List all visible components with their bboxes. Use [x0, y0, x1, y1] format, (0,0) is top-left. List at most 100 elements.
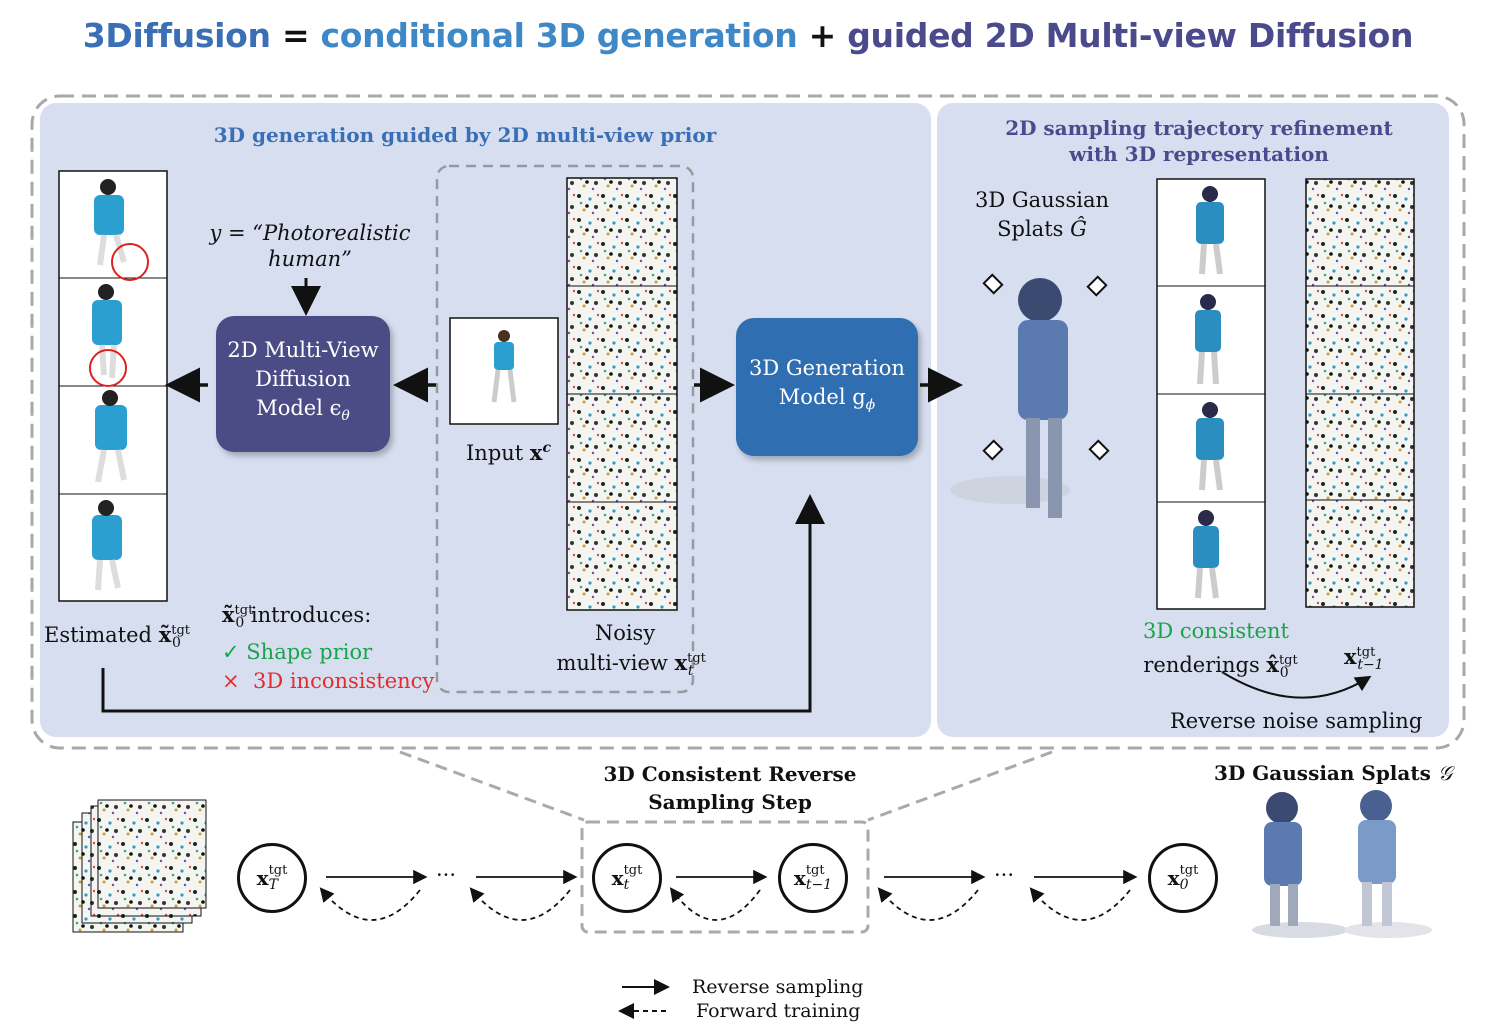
generation-box-line2: Model gϕ: [779, 383, 875, 420]
estimated-label-sym: x̃: [158, 622, 172, 647]
step-label-line1: 3D Consistent Reverse: [603, 762, 857, 786]
introduces-line: x̃tgt0 introduces:: [222, 596, 434, 638]
right-panel-title-line2: with 3D representation: [1069, 142, 1329, 166]
refined-noisy-views: [1305, 178, 1415, 608]
node-x-t-sub: t: [623, 877, 630, 893]
diffusion-model-box: 2D Multi-View Diffusion Model ϵθ: [216, 316, 390, 452]
noisy-label-line1: Noisy: [594, 621, 656, 645]
node-x-t-minus-1-sub: t−1: [805, 877, 833, 893]
noisy-label-text: multi-view: [556, 651, 675, 675]
node-x-t-minus-1-sup: tgt: [805, 863, 825, 878]
title-plus: +: [797, 16, 848, 55]
node-x-T-sym: x: [256, 866, 269, 890]
consistent-label-sym: x̂: [1266, 652, 1279, 677]
diffusion-box-line3: Model ϵθ: [256, 394, 350, 431]
input-image: [449, 317, 559, 425]
label-estimated: Estimated x̃tgt0: [44, 618, 190, 656]
diffusion-box-line2: Diffusion: [255, 367, 351, 392]
rendered-views: [1156, 178, 1266, 610]
right-panel-title-line1: 2D sampling trajectory refinement: [1005, 116, 1393, 140]
consistent-label-line2: renderings x̂tgt0: [1128, 646, 1304, 688]
title-3diffusion: 3Diffusion: [82, 16, 271, 55]
node-x-T-sub: T: [268, 877, 278, 893]
splats-label-text: 3D Gaussian Splats: [1214, 761, 1438, 785]
gaussian-label-text: Splats: [997, 217, 1071, 241]
input-group-frame: [435, 164, 695, 694]
step-frame: [580, 820, 870, 934]
prompt-line2: human”: [268, 247, 352, 271]
inconsistency-text: 3D inconsistency: [252, 669, 435, 694]
introduces-sup: tgt: [234, 603, 254, 618]
legend-reverse: Reverse sampling: [692, 976, 864, 998]
legend-forward: Forward training: [696, 1000, 861, 1022]
noisy-views: [566, 177, 678, 611]
node-x-0-sub: 0: [1179, 877, 1189, 893]
generation-model-box: 3D Generation Model gϕ: [736, 318, 918, 456]
node-x-t-minus-1-sym: x: [793, 866, 806, 890]
figure-title: 3Diffusion = conditional 3D generation +…: [0, 16, 1496, 55]
ellipsis-right: ···: [994, 863, 1015, 887]
noisy-label-sym: x: [674, 650, 688, 675]
introduces-text: introduces:: [244, 603, 372, 627]
estimated-label-text: Estimated: [44, 623, 159, 647]
prev-label-sup: tgt: [1356, 645, 1376, 660]
noise-stack: [72, 799, 207, 933]
input-label-text: Input: [466, 441, 530, 465]
node-x-t-sup: tgt: [623, 863, 643, 878]
label-noisy: Noisy multi-view xtgtt: [530, 620, 720, 684]
node-x-t-sym: x: [611, 866, 624, 890]
title-conditional: conditional 3D generation: [320, 16, 798, 55]
noisy-label-line2: multi-view xtgtt: [530, 646, 720, 684]
arrow-feedback: [101, 494, 825, 713]
generation-box-sub: ϕ: [865, 397, 876, 414]
cross-icon: ×: [222, 669, 240, 694]
left-panel-title: 3D generation guided by 2D multi-view pr…: [213, 123, 717, 147]
consistent-label-line1: 3D consistent: [1143, 619, 1289, 643]
shape-prior-text: Shape prior: [246, 640, 373, 665]
diffusion-box-line1: 2D Multi-View: [227, 338, 379, 363]
gaussian-label-sym: Ĝ: [1070, 217, 1087, 241]
inconsistency-line: × 3D inconsistency: [222, 667, 434, 696]
step-label-line2: Sampling Step: [648, 790, 812, 814]
consistent-label-sub: 0: [1279, 665, 1289, 682]
title-guided: guided 2D Multi-view Diffusion: [847, 16, 1414, 55]
estimated-label-sup: tgt: [171, 623, 190, 638]
label-x-t-minus-1: xtgtt−1: [1344, 640, 1384, 678]
estimated-label-sub: 0: [172, 635, 181, 652]
generation-box-line1: 3D Generation: [749, 355, 905, 380]
label-sampling-step: 3D Consistent Reverse Sampling Step: [590, 760, 870, 816]
shape-prior-line: ✓ Shape prior: [222, 638, 434, 667]
introduces-sub: 0: [235, 615, 245, 632]
prompt-line1: y = “Photorealistic: [209, 221, 411, 245]
noisy-label-sub: t: [687, 663, 694, 680]
label-consistent-renderings: 3D consistent renderings x̂tgt0: [1128, 617, 1304, 688]
node-x-0-sym: x: [1167, 866, 1180, 890]
noisy-label-sup: tgt: [687, 651, 706, 666]
right-panel-title: 2D sampling trajectory refinement with 3…: [937, 115, 1461, 167]
label-reverse-noise: Reverse noise sampling: [1170, 709, 1423, 733]
introduces-sym: x̃: [222, 602, 235, 627]
splats-label-sym: 𝒢: [1437, 761, 1453, 785]
input-label-sup: c: [542, 440, 551, 456]
label-final-splats: 3D Gaussian Splats 𝒢: [1214, 760, 1452, 786]
check-icon: ✓: [222, 640, 240, 665]
prev-label-sym: x: [1344, 644, 1357, 669]
consistent-label-text: renderings: [1143, 653, 1267, 677]
text-prompt: y = “Photorealistic human”: [200, 220, 420, 272]
final-splats: [1252, 790, 1432, 938]
node-x-T-sup: tgt: [268, 863, 288, 878]
outer-dashed-frame: [30, 94, 1466, 750]
arrow-reverse-noise: [1221, 671, 1372, 699]
introduces-note: x̃tgt0 introduces: ✓ Shape prior × 3D in…: [222, 596, 434, 696]
diffusion-box-model: Model ϵ: [256, 396, 342, 421]
label-input: Input xc: [466, 435, 551, 466]
diffusion-box-sub: θ: [341, 408, 350, 425]
label-gaussian-splats: 3D Gaussian Splats Ĝ: [962, 186, 1122, 244]
generation-box-model: Model g: [778, 384, 866, 409]
gaussian-splat-figure: [950, 273, 1110, 518]
